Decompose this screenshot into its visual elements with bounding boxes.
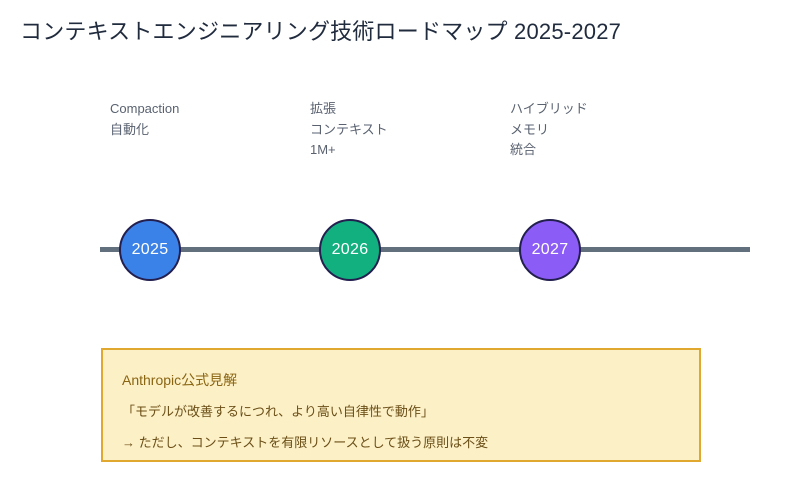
timeline-node-2026[interactable]: 2026 bbox=[319, 219, 381, 281]
callout-quote: 「モデルが改善するにつれ、より高い自律性で動作」 bbox=[122, 404, 434, 419]
timeline-node-year: 2025 bbox=[131, 241, 169, 258]
milestone-label-line: メモリ bbox=[510, 121, 550, 137]
milestone-label-line: コンテキスト bbox=[310, 121, 388, 137]
timeline-node-year: 2027 bbox=[531, 241, 569, 258]
timeline-node-2027[interactable]: 2027 bbox=[519, 219, 581, 281]
timeline-node-2025[interactable]: 2025 bbox=[119, 219, 181, 281]
callout-note: → ただし、コンテキストを有限リソースとして扱う原則は不変 bbox=[122, 435, 489, 450]
callout-title: Anthropic公式見解 bbox=[122, 372, 238, 388]
milestone-label-line: Compaction bbox=[110, 101, 180, 116]
milestone-label-line: 拡張 bbox=[310, 101, 337, 116]
timeline-node-year: 2026 bbox=[331, 241, 369, 258]
milestone-label-line: 統合 bbox=[510, 142, 537, 157]
milestone-label-line: 1M+ bbox=[310, 142, 336, 157]
milestone-label-2026: 拡張 コンテキスト 1M+ bbox=[310, 99, 388, 161]
page-title: コンテキストエンジニアリング技術ロードマップ 2025-2027 bbox=[20, 19, 622, 44]
timeline-axis bbox=[100, 247, 750, 252]
milestone-label-line: ハイブリッド bbox=[510, 101, 588, 116]
milestone-label-line: 自動化 bbox=[110, 121, 150, 137]
callout-box: Anthropic公式見解 「モデルが改善するにつれ、より高い自律性で動作」 →… bbox=[101, 348, 701, 462]
milestone-label-2027: ハイブリッド メモリ 統合 bbox=[510, 99, 588, 161]
milestone-label-2025: Compaction 自動化 bbox=[110, 99, 179, 140]
